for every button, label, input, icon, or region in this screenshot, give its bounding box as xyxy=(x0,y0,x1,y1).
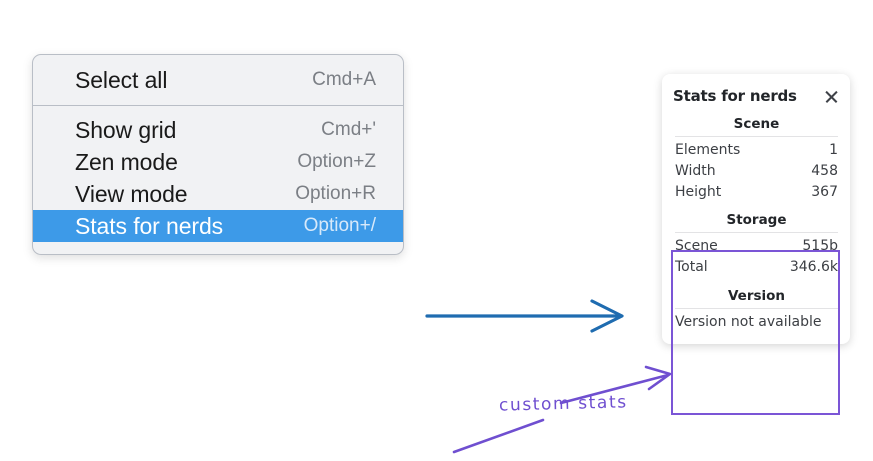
stat-value: 458 xyxy=(811,162,838,179)
menu-item-label: Stats for nerds xyxy=(75,212,224,239)
menu-item-shortcut: Option+Z xyxy=(297,151,376,172)
stat-label: Scene xyxy=(675,237,718,254)
section-scene: Scene Elements 1 Width 458 Height 367 xyxy=(673,114,840,202)
menu-item-stats-for-nerds[interactable]: Stats for nerds Option+/ xyxy=(33,210,403,242)
stat-row: Total 346.6k xyxy=(673,256,840,277)
section-storage: Storage Scene 515b Total 346.6k xyxy=(673,210,840,277)
menu-item-shortcut: Cmd+' xyxy=(321,119,376,140)
version-text: Version not available xyxy=(675,314,822,330)
section-divider xyxy=(675,136,838,137)
stat-label: Height xyxy=(675,183,722,200)
section-heading: Storage xyxy=(726,212,787,228)
stats-for-nerds-panel: Stats for nerds Scene Elements 1 Width 4… xyxy=(662,74,850,344)
menu-item-label: Select all xyxy=(75,66,168,93)
section-version: Version Version not available xyxy=(673,286,840,332)
menu-item-zen-mode[interactable]: Zen mode Option+Z xyxy=(33,146,403,178)
stat-value: 1 xyxy=(829,141,838,158)
menu-item-shortcut: Cmd+A xyxy=(312,69,376,90)
stat-value: 367 xyxy=(811,183,838,200)
menu-separator xyxy=(33,105,403,106)
panel-title: Stats for nerds xyxy=(673,87,797,105)
section-heading: Version xyxy=(727,288,786,304)
menu-item-shortcut: Option+R xyxy=(295,183,376,204)
close-icon[interactable] xyxy=(823,88,840,105)
stat-row: Width 458 xyxy=(673,160,840,181)
menu-item-shortcut: Option+/ xyxy=(303,215,376,236)
menu-item-select-all[interactable]: Select all Cmd+A xyxy=(33,64,403,96)
stat-row: Height 367 xyxy=(673,181,840,202)
context-menu[interactable]: Select all Cmd+A Show grid Cmd+' Zen mod… xyxy=(32,54,404,255)
menu-item-label: View mode xyxy=(75,180,188,207)
menu-item-show-grid[interactable]: Show grid Cmd+' xyxy=(33,114,403,146)
stat-value: 515b xyxy=(802,237,838,254)
blue-arrow xyxy=(425,299,624,333)
menu-item-label: Show grid xyxy=(75,116,177,143)
menu-item-label: Zen mode xyxy=(75,148,178,175)
stat-label: Elements xyxy=(675,141,741,158)
section-heading: Scene xyxy=(733,116,780,132)
menu-item-view-mode[interactable]: View mode Option+R xyxy=(33,178,403,210)
stat-value: 346.6k xyxy=(789,258,838,275)
panel-header: Stats for nerds xyxy=(673,87,840,105)
stat-label: Total xyxy=(675,258,708,275)
menu-group-1: Select all Cmd+A xyxy=(33,55,403,105)
purple-tail-stroke xyxy=(452,418,545,454)
section-divider xyxy=(675,308,838,309)
annotation-label-custom-stats: custom stats xyxy=(498,392,628,416)
stat-row: Elements 1 xyxy=(673,139,840,160)
stat-row: Scene 515b xyxy=(673,235,840,256)
stat-label: Width xyxy=(675,162,716,179)
section-divider xyxy=(675,232,838,233)
menu-group-2: Show grid Cmd+' Zen mode Option+Z View m… xyxy=(33,106,403,254)
